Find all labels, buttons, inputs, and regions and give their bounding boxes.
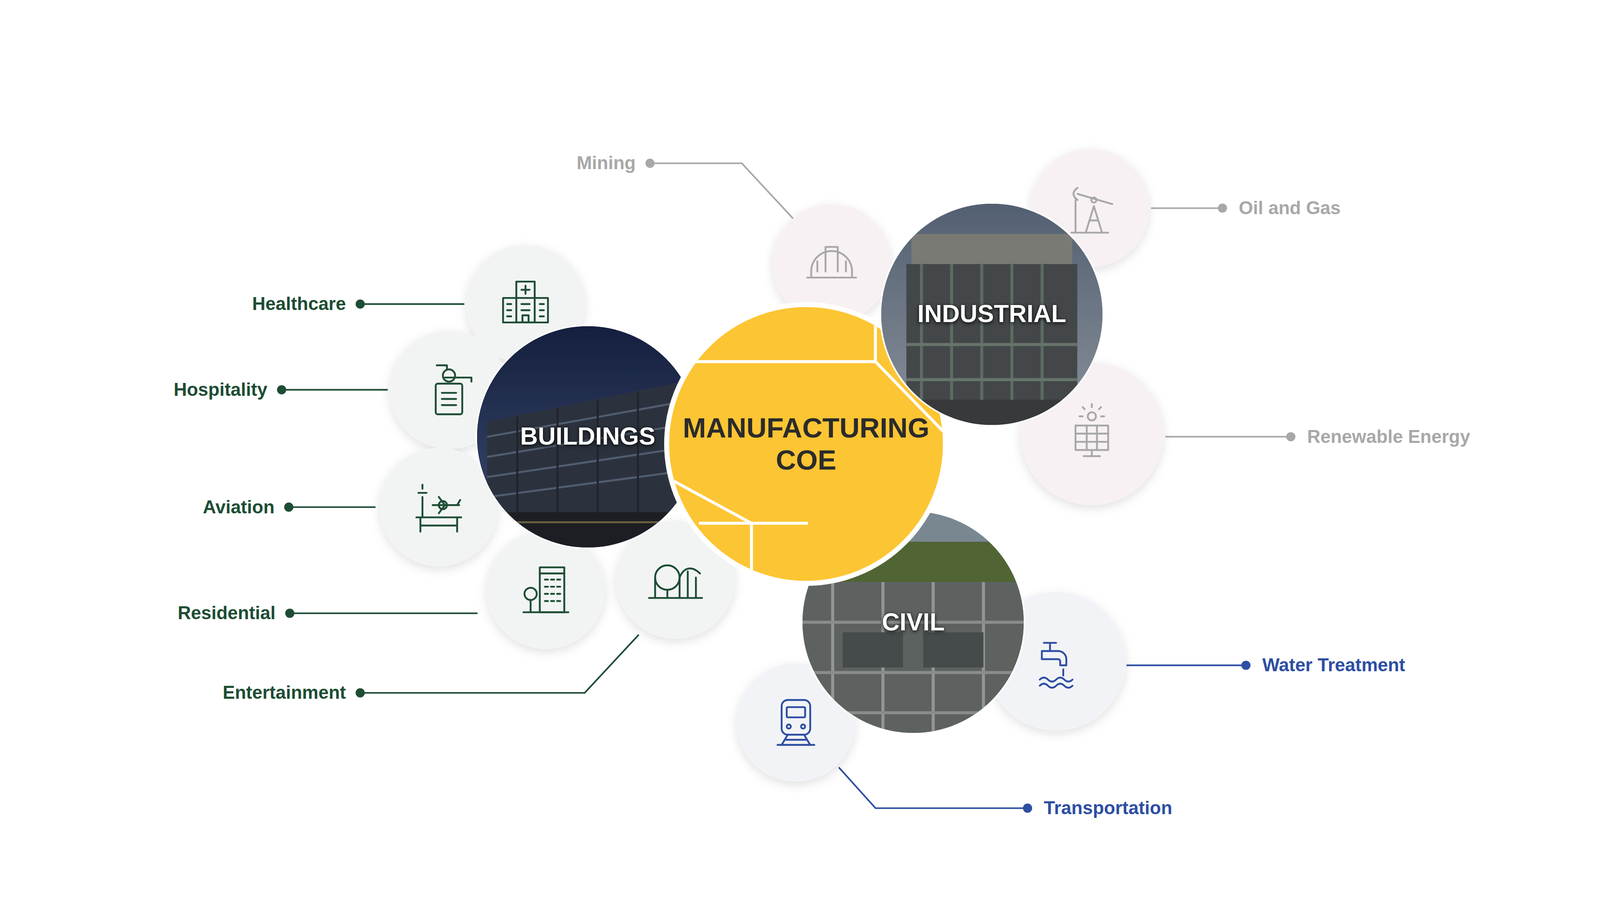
leader-dots — [1022, 803, 1033, 813]
hospitality-icon — [441, 392, 456, 405]
hospitality-icon — [435, 383, 463, 415]
leader-lines — [1150, 207, 1223, 210]
oil-gas-icon — [1073, 187, 1078, 200]
sector-label: Hospitality — [173, 378, 268, 401]
renewable-icon — [1075, 425, 1108, 450]
coe-panels — [875, 361, 943, 433]
entertainment-icon — [679, 568, 700, 578]
healthcare-icon — [502, 281, 548, 323]
sector-label: Transportation — [1043, 797, 1173, 820]
coe-panels — [669, 317, 876, 362]
leader-dots — [277, 385, 287, 395]
water-icon — [1040, 677, 1073, 682]
renewable-icon — [1075, 425, 1108, 450]
transportation-icon — [786, 707, 805, 718]
industrial-photo — [881, 203, 1103, 425]
leader-dots — [1286, 432, 1296, 442]
leader-lines — [838, 767, 1028, 809]
aviation-icon — [432, 497, 460, 514]
leader-lines — [360, 634, 639, 693]
healthcare-icon — [522, 315, 529, 323]
water-icon — [1062, 669, 1065, 676]
sector-label: Oil and Gas — [1238, 197, 1341, 220]
transportation-icon — [777, 734, 815, 745]
residential-icon — [523, 600, 569, 613]
coe-panels — [669, 317, 943, 581]
water-icon — [1040, 683, 1073, 688]
leader-lines — [1126, 664, 1247, 667]
healthcare-icon — [516, 281, 535, 323]
leader-dots — [1241, 660, 1251, 670]
node-title: INDUSTRIAL — [917, 300, 1067, 329]
leader-lines — [290, 612, 478, 615]
oil-gas-icon — [1077, 193, 1113, 204]
residential-icon — [540, 567, 565, 613]
leader-dots — [355, 688, 365, 698]
renewable-icon — [1083, 450, 1100, 457]
sector-label: Entertainment — [222, 681, 346, 704]
sector-label: Renewable Energy — [1307, 425, 1470, 448]
water-icon — [1040, 642, 1073, 688]
leader-lines — [360, 303, 465, 305]
entertainment-icon — [649, 565, 703, 598]
mining-icon — [811, 250, 853, 278]
sector-label: Residential — [177, 602, 276, 625]
leader-lines — [288, 506, 376, 508]
residential-icon — [540, 572, 565, 575]
sector-label: Mining — [576, 152, 636, 175]
leader-lines — [281, 389, 388, 391]
coe-panels — [750, 523, 753, 581]
entertainment-icon — [649, 597, 703, 599]
industrial-circle: INDUSTRIAL — [879, 202, 1105, 427]
entertainment-icon — [655, 565, 680, 590]
icon-circles — [379, 149, 1164, 782]
sector-label: Healthcare — [252, 292, 346, 315]
mining-icon — [807, 247, 857, 278]
healthcare-icon — [502, 297, 548, 323]
leader-lines — [281, 163, 1291, 809]
water-icon — [1041, 650, 1067, 665]
mining-icon — [825, 247, 838, 272]
sector-label: Aviation — [202, 496, 275, 519]
leader-lines — [1165, 435, 1291, 438]
healthcare-icon — [521, 285, 530, 295]
sector-label: Water Treatment — [1262, 654, 1405, 677]
leader-dots — [1217, 203, 1228, 213]
aviation-icon — [416, 517, 462, 532]
transportation-icon — [786, 724, 791, 729]
civil-photo — [802, 511, 1024, 733]
industrial-photo — [881, 203, 1103, 425]
entertainment-icon — [655, 571, 696, 598]
oil-gas-icon — [1091, 197, 1097, 203]
aviation-icon — [438, 500, 448, 510]
hospitality-icon — [436, 365, 447, 370]
hospitality-icon — [442, 369, 455, 382]
aviation-icon — [416, 484, 462, 532]
coe-panels — [699, 521, 809, 525]
leader-dots — [277, 158, 1296, 813]
hospitality-icon — [435, 365, 472, 415]
water-icon — [1043, 642, 1056, 652]
residential-icon — [524, 587, 537, 600]
mining-icon — [817, 261, 847, 272]
residential-icon — [523, 567, 569, 613]
leader-dots — [355, 299, 365, 309]
residential-icon — [545, 579, 561, 601]
leader-dots — [645, 158, 655, 168]
node-title: BUILDINGS — [520, 422, 656, 451]
leader-lines — [650, 163, 794, 220]
coe-panels — [669, 478, 752, 524]
leader-dots — [285, 608, 295, 618]
hospitality-icon — [445, 377, 472, 382]
node-title: CIVIL — [881, 608, 945, 637]
aviation-icon — [418, 484, 427, 518]
mining-icon — [807, 276, 857, 279]
leader-dots — [284, 502, 294, 512]
